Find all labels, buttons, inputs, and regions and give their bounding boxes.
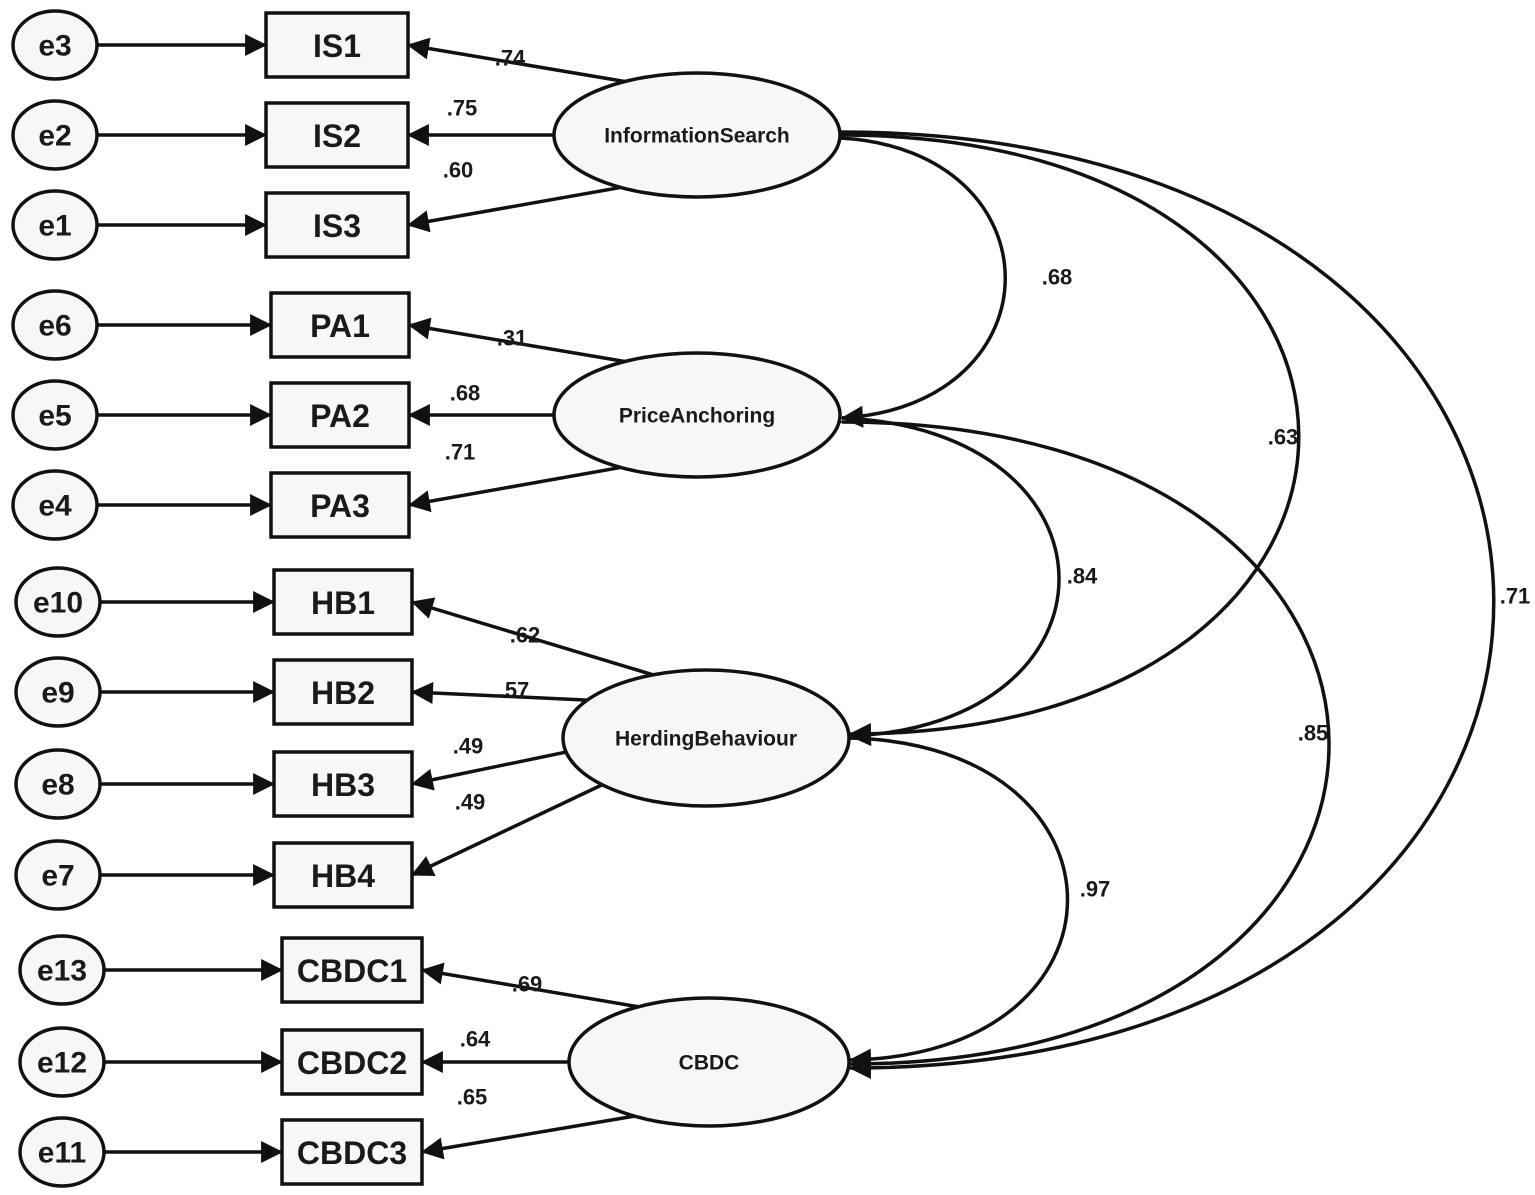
- latent-node-PriceAnchoring: [552, 351, 842, 479]
- loading-path-HB3: [410, 750, 567, 791]
- loading-path-HB2: [410, 681, 588, 704]
- loading-path-PA1: [407, 317, 626, 364]
- error-label-e8: e8: [41, 769, 74, 802]
- error-node-e11: [18, 1116, 106, 1188]
- coefficient-labels: .74 .75 .60 .31 .68 .71 .62 .57 .49 .49 .69 .64 .65.…: [443, 46, 1531, 1110]
- indicator-box-CBDC2: [280, 1028, 424, 1096]
- loading-label-CBDC2: .64: [460, 1027, 491, 1052]
- error-label-e11: e11: [38, 1137, 86, 1170]
- error-node-e9: [14, 656, 102, 728]
- error-label-e9: e9: [41, 677, 74, 710]
- loading-path-CBDC3: [420, 1114, 635, 1160]
- indicator-box-HB4: [272, 841, 414, 909]
- error-label-e1: e1: [38, 210, 71, 243]
- loading-label-HB1: .62: [510, 623, 541, 648]
- indicator-label-HB3: HB3: [311, 767, 375, 803]
- indicator-box-HB1: [272, 568, 414, 636]
- loading-label-PA1: .31: [497, 326, 528, 351]
- correlation-arc-PriceAnchoring-CBDC: [821, 410, 1331, 1075]
- loading-path-IS1: [406, 37, 626, 84]
- error-label-e12: e12: [37, 1047, 87, 1080]
- correlation-arc-HerdingBehaviour-CBDC: [828, 726, 1070, 1071]
- error-label-e3: e3: [38, 30, 71, 63]
- error-node-e3: [11, 9, 99, 81]
- loading-label-HB3: .49: [453, 734, 484, 759]
- indicator-label-IS3: IS3: [313, 208, 361, 244]
- indicator-box-IS3: [264, 191, 410, 259]
- loading-label-IS3: .60: [443, 158, 474, 183]
- loading-path-PA3: [407, 465, 622, 513]
- latent-label-HerdingBehaviour: HerdingBehaviour: [615, 728, 797, 751]
- correlation-arc-InformationSearch-CBDC: [819, 120, 1496, 1079]
- indicator-label-CBDC3: CBDC3: [297, 1135, 407, 1171]
- indicator-box-HB2: [272, 658, 414, 726]
- error-label-e5: e5: [38, 400, 71, 433]
- error-label-e6: e6: [38, 310, 71, 343]
- indicator-box-PA2: [269, 381, 411, 449]
- indicator-label-PA1: PA1: [310, 308, 370, 344]
- latent-label-CBDC: CBDC: [679, 1052, 740, 1075]
- path-lines: [97, 34, 1496, 1163]
- latent-label-InformationSearch: InformationSearch: [604, 125, 790, 148]
- correlation-label-InformationSearch-PriceAnchoring: .68: [1042, 265, 1073, 290]
- indicator-box-CBDC1: [280, 936, 424, 1004]
- error-node-e13: [18, 934, 106, 1006]
- correlation-label-HerdingBehaviour-CBDC: .97: [1080, 877, 1111, 902]
- indicator-box-HB3: [272, 750, 414, 818]
- indicator-label-IS1: IS1: [313, 28, 361, 64]
- error-node-e6: [11, 289, 99, 361]
- correlation-arc-InformationSearch-PriceAnchoring: [818, 125, 1007, 428]
- error-label-e2: e2: [38, 120, 71, 153]
- correlation-arc-InformationSearch-HerdingBehaviour: [819, 123, 1301, 745]
- correlation-arc-PriceAnchoring-HerdingBehaviour: [820, 406, 1061, 747]
- indicator-label-PA2: PA2: [310, 398, 370, 434]
- loading-path-CBDC1: [420, 962, 639, 1009]
- correlation-label-InformationSearch-CBDC: .71: [1500, 584, 1531, 609]
- indicator-box-IS1: [264, 11, 410, 79]
- indicator-box-PA3: [269, 471, 411, 539]
- loading-label-CBDC1: .69: [512, 972, 543, 997]
- indicator-box-IS2: [264, 101, 410, 169]
- indicator-label-PA3: PA3: [310, 488, 370, 524]
- latent-node-CBDC: [567, 996, 851, 1128]
- loading-label-HB2: .57: [499, 678, 530, 703]
- loading-label-IS2: .75: [447, 96, 478, 121]
- error-node-e4: [11, 469, 99, 541]
- indicator-box-CBDC3: [280, 1118, 424, 1186]
- latent-node-InformationSearch: [552, 71, 842, 199]
- loading-label-PA2: .68: [450, 381, 481, 406]
- indicator-label-HB2: HB2: [311, 675, 375, 711]
- correlation-label-PriceAnchoring-HerdingBehaviour: .84: [1067, 564, 1098, 589]
- loading-label-CBDC3: .65: [457, 1085, 488, 1110]
- loading-path-IS3: [406, 185, 622, 233]
- loading-label-IS1: .74: [495, 46, 526, 71]
- indicator-label-HB1: HB1: [311, 585, 375, 621]
- error-label-e4: e4: [38, 490, 72, 523]
- nodes: e3 e2 e1 e6 e5 e4 e10 e9 e8 e7 e13 e12 e11 IS1IS2IS3P…: [11, 9, 851, 1188]
- error-node-e10: [14, 566, 102, 638]
- loading-path-HB1: [410, 597, 654, 677]
- loading-label-HB4: .49: [455, 790, 486, 815]
- latent-node-HerdingBehaviour: [561, 668, 851, 808]
- latent-label-PriceAnchoring: PriceAnchoring: [619, 405, 775, 428]
- correlation-label-PriceAnchoring-CBDC: .85: [1298, 721, 1329, 746]
- error-node-e7: [14, 839, 102, 911]
- error-node-e5: [11, 379, 99, 451]
- indicator-box-PA1: [269, 291, 411, 359]
- indicator-label-CBDC1: CBDC1: [297, 953, 407, 989]
- indicator-label-IS2: IS2: [313, 118, 361, 154]
- error-node-e1: [11, 189, 99, 261]
- error-label-e10: e10: [33, 587, 83, 620]
- error-label-e13: e13: [37, 955, 87, 988]
- indicator-label-CBDC2: CBDC2: [297, 1045, 407, 1081]
- correlation-label-InformationSearch-HerdingBehaviour: .63: [1268, 425, 1299, 450]
- loading-label-PA3: .71: [445, 440, 476, 465]
- error-label-e7: e7: [41, 860, 74, 893]
- error-node-e2: [11, 99, 99, 171]
- error-node-e8: [14, 748, 102, 820]
- loading-path-HB4: [411, 783, 603, 877]
- indicator-label-HB4: HB4: [311, 858, 375, 894]
- error-node-e12: [18, 1026, 106, 1098]
